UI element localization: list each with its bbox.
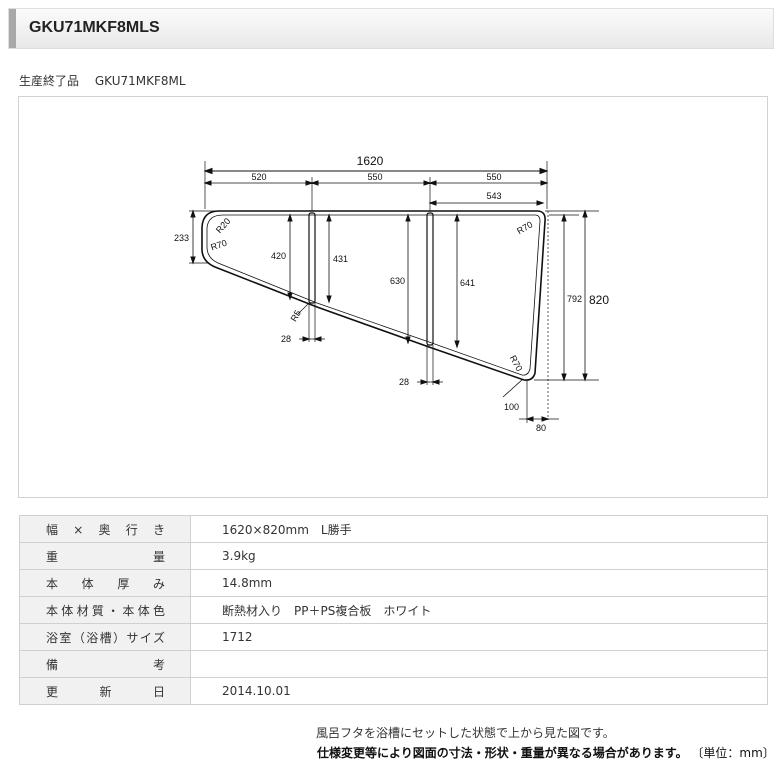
dim-seg-3b: 543 bbox=[486, 191, 501, 201]
dim-seg-2: 550 bbox=[367, 172, 382, 182]
page-title: GKU71MKF8MLS bbox=[29, 19, 160, 36]
spec-label-notes: 備考 bbox=[46, 657, 166, 672]
spec-disclaimer-text: 仕様変更等により図面の寸法・形状・重量が異なる場合があります。 bbox=[317, 746, 688, 760]
dim-corner-100: 100 bbox=[504, 402, 519, 412]
frame-divider-1 bbox=[308, 212, 316, 304]
unit-note: 〔単位：mm〕 bbox=[691, 746, 775, 760]
spec-table: 幅×奥行き 1620×820mm L勝手 重量 3.9kg 本体厚み 14.8m… bbox=[19, 515, 768, 705]
dim-frame-width-2: 28 bbox=[399, 377, 409, 387]
dim-h4: 641 bbox=[460, 278, 475, 288]
drawing-note: 風呂フタを浴槽にセットした状態で上から見た図です。 bbox=[316, 726, 615, 740]
spec-label-thickness: 本体厚み bbox=[46, 576, 166, 591]
spec-label-bath-size: 浴室（浴槽）サイズ bbox=[46, 630, 166, 645]
spec-value-thickness: 14.8mm bbox=[190, 569, 768, 597]
dim-h3: 630 bbox=[390, 276, 405, 286]
dim-corner-80: 80 bbox=[536, 423, 546, 433]
page-header: GKU71MKF8MLS bbox=[8, 8, 774, 49]
spec-value-bath-size: 1712 bbox=[190, 623, 768, 651]
dim-h2: 431 bbox=[333, 254, 348, 264]
spec-value-size: 1620×820mm L勝手 bbox=[190, 515, 768, 543]
discontinued-label: 生産終了品 bbox=[19, 74, 80, 88]
product-subtitle: 生産終了品 GKU71MKF8ML bbox=[19, 72, 186, 89]
dim-left-height: 233 bbox=[174, 233, 189, 243]
dim-seg-3: 550 bbox=[486, 172, 501, 182]
label-radius-top-right: R70 bbox=[515, 219, 534, 236]
spec-disclaimer: 仕様変更等により図面の寸法・形状・重量が異なる場合があります。 〔単位：mm〕 bbox=[317, 744, 775, 761]
spec-label-size: 幅×奥行き bbox=[46, 522, 166, 537]
spec-label-weight: 重量 bbox=[46, 549, 166, 564]
label-radius-top-left: R20 bbox=[214, 216, 232, 235]
dim-h1: 420 bbox=[271, 251, 286, 261]
technical-drawing: 1620 520 550 550 543 233 R20 R70 R70 R70… bbox=[174, 154, 609, 433]
label-radius-notch: R5 bbox=[289, 308, 303, 323]
label-radius-bottom-right: R70 bbox=[508, 354, 525, 373]
header-accent-bar bbox=[9, 9, 16, 48]
spec-row-size: 幅×奥行き 1620×820mm L勝手 bbox=[19, 515, 768, 543]
dim-inner-depth: 792 bbox=[567, 294, 582, 304]
spec-row-material: 本体材質・本体色 断熱材入り PP＋PS複合板 ホワイト bbox=[19, 596, 768, 624]
frame-divider-2 bbox=[426, 212, 434, 346]
dim-total-width: 1620 bbox=[357, 154, 384, 168]
lid-inner-outline bbox=[206, 214, 541, 376]
spec-row-notes: 備考 bbox=[19, 650, 768, 678]
spec-row-bath-size: 浴室（浴槽）サイズ 1712 bbox=[19, 623, 768, 651]
spec-value-notes bbox=[190, 650, 768, 678]
dim-total-depth: 820 bbox=[589, 293, 609, 307]
spec-value-updated: 2014.10.01 bbox=[190, 677, 768, 705]
spec-row-updated: 更新日 2014.10.01 bbox=[19, 677, 768, 705]
label-radius-inner-left: R70 bbox=[209, 238, 228, 253]
spec-label-updated: 更新日 bbox=[46, 684, 166, 699]
spec-value-weight: 3.9kg bbox=[190, 542, 768, 570]
dim-seg-1: 520 bbox=[251, 172, 266, 182]
model-number: GKU71MKF8ML bbox=[94, 74, 186, 88]
spec-row-weight: 重量 3.9kg bbox=[19, 542, 768, 570]
spec-row-thickness: 本体厚み 14.8mm bbox=[19, 569, 768, 597]
technical-drawing-frame: 1620 520 550 550 543 233 R20 R70 R70 R70… bbox=[18, 96, 768, 498]
spec-value-material: 断熱材入り PP＋PS複合板 ホワイト bbox=[190, 596, 768, 624]
spec-label-material: 本体材質・本体色 bbox=[46, 603, 166, 618]
lid-outline bbox=[201, 210, 546, 381]
dim-frame-width-1: 28 bbox=[281, 334, 291, 344]
